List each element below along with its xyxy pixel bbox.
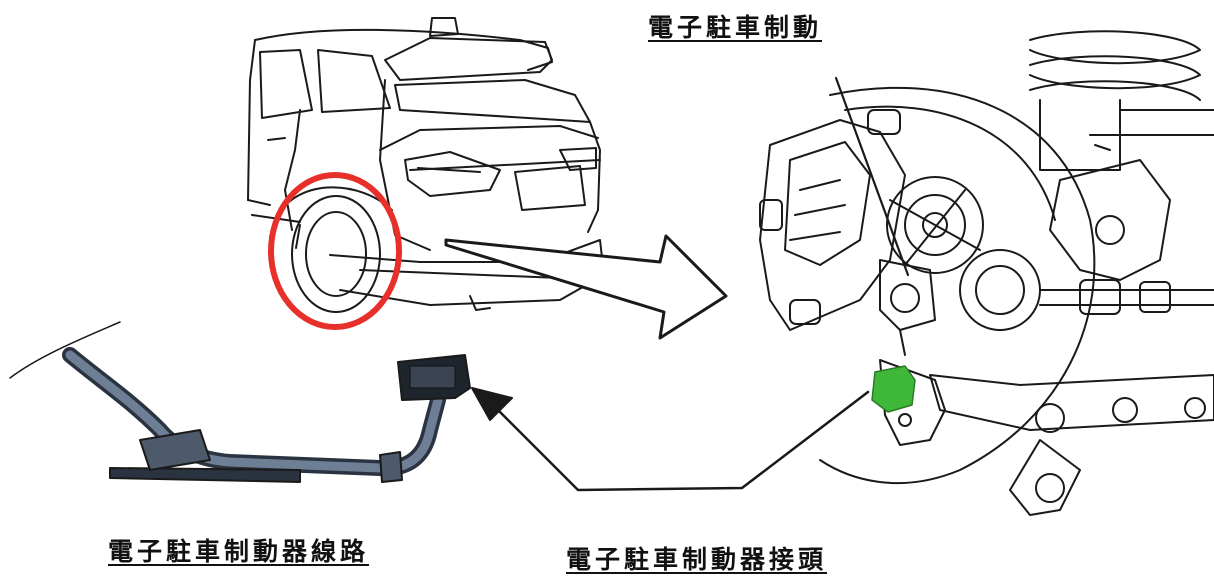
label-brake-harness: 電子駐車制動器線路 [108, 537, 370, 566]
label-electronic-parking-brake: 電子駐車制動 [648, 13, 823, 42]
highlight-ring [268, 172, 402, 330]
wiring-harness-illustration [9, 321, 471, 483]
leader-line-epb [834, 76, 910, 277]
connector-pointer-arrowhead [471, 387, 513, 421]
connector-pointer-line [494, 390, 870, 492]
brake-connector-highlight [871, 365, 916, 413]
zoom-arrow [444, 234, 728, 340]
brake-assembly-illustration [759, 30, 1214, 516]
label-brake-connector: 電子駐車制動器接頭 [566, 545, 828, 574]
